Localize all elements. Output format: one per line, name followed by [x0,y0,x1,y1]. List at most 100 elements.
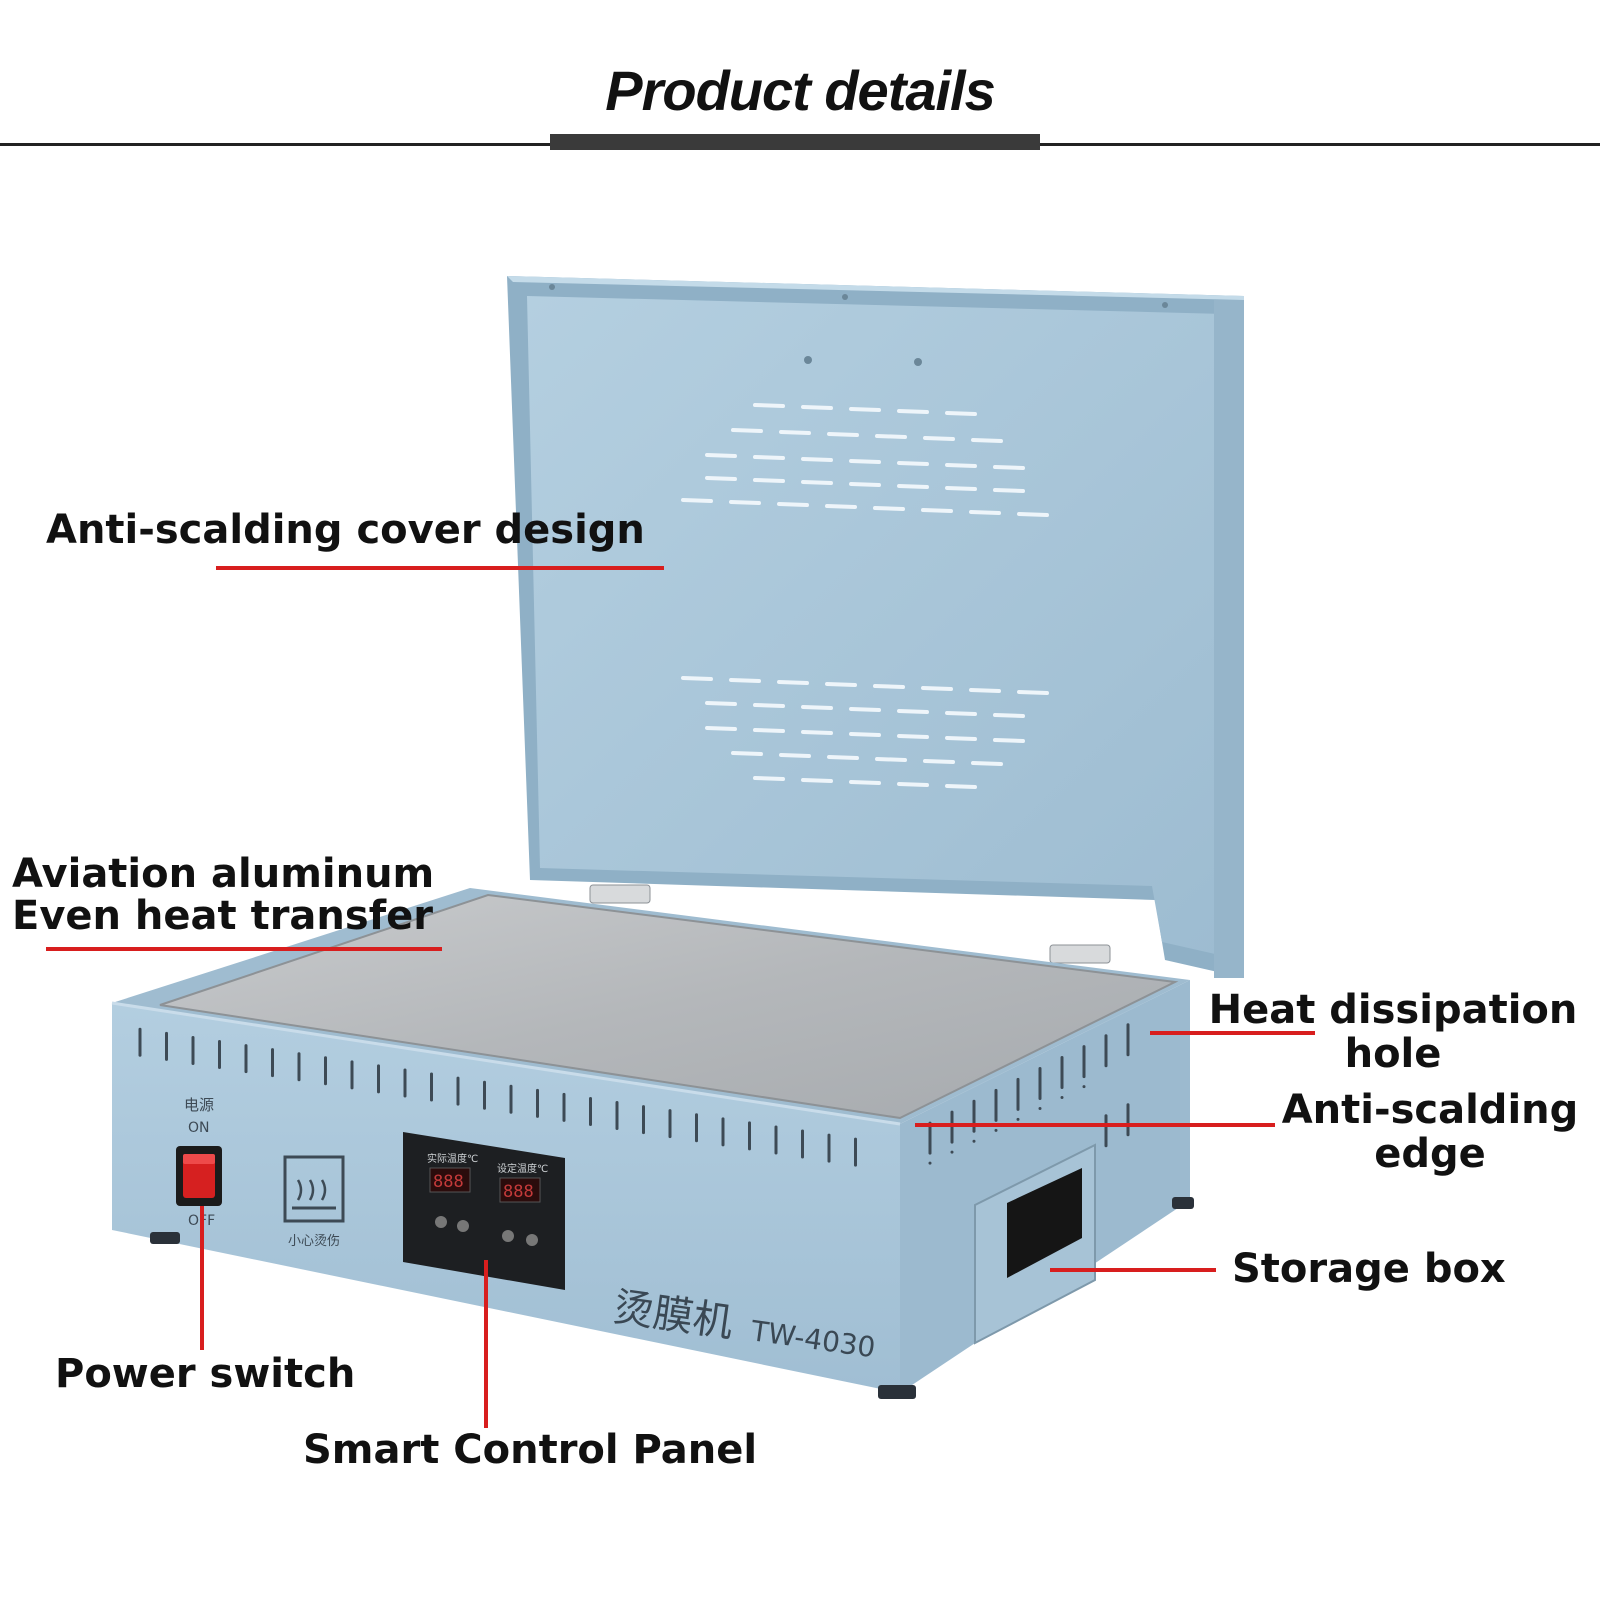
vent-slot [923,759,955,764]
panel-button-up[interactable] [502,1230,514,1242]
cover-vent-slots-bottom [681,676,1049,789]
vent-slot [827,432,859,437]
vent-slot [681,676,713,681]
foot [1172,1197,1194,1209]
vent-slot [897,734,929,739]
vent-slot [945,486,977,491]
smart-control-panel: 实际温度℃ 设定温度℃ 888 888 [403,1132,565,1290]
power-on-label: ON [188,1120,210,1136]
vent-slot [923,436,955,441]
vent-slot [921,686,953,691]
callout-line-power [200,1206,204,1350]
panel-button-down[interactable] [526,1234,538,1246]
vent-slot [969,688,1001,693]
vent-slot [801,705,833,710]
power-switch[interactable] [176,1146,222,1206]
power-cn-label: 电源 [184,1096,214,1114]
vent-slot [993,713,1025,718]
vent-slot [945,736,977,741]
vent-slot [969,510,1001,515]
callout-aluminum-line1: Aviation aluminum [12,851,435,897]
callout-aluminum-line2: Even heat transfer [12,893,433,939]
vent-slot [897,461,929,466]
vent-slot [971,761,1003,766]
vent-slot [753,478,785,483]
drawer-handle[interactable] [1007,1168,1082,1278]
vent-slot [1017,512,1049,517]
vent-slot [825,682,857,687]
vent-slot [897,709,929,714]
vent-slot [897,484,929,489]
callout-line-cover [216,566,664,570]
callout-line-panel [484,1260,488,1428]
callout-line-heat [1150,1031,1315,1035]
page-title: Product details [605,59,996,122]
vent-slot [849,407,881,412]
callout-power: Power switch [55,1351,356,1397]
foot [150,1232,180,1244]
vent-slot [705,453,737,458]
vent-slot [729,678,761,683]
callout-heat-line2: hole [1344,1031,1442,1077]
heat-dissipation-holes-front [138,1027,857,1167]
vent-slot [849,732,881,737]
cover-vent-slots-top [681,403,1049,517]
vent-slot [801,778,833,783]
vent-slot [753,455,785,460]
vent-slot [873,684,905,689]
vent-slot [801,457,833,462]
hinge-right [1049,944,1111,964]
vent-slot [779,430,811,435]
vent-slot [777,680,809,685]
vent-slot [753,776,785,781]
vent-slot [875,434,907,439]
callout-line-edge [915,1123,1275,1127]
title-underline [550,134,1040,150]
vent-slot [849,780,881,785]
vent-slot [945,411,977,416]
vent-slot [849,482,881,487]
callout-edge-line1: Anti-scalding [1281,1087,1579,1133]
callout-storage: Storage box [1232,1246,1506,1292]
vent-slot [873,506,905,511]
vent-slot [705,726,737,731]
panel-button[interactable] [435,1216,447,1228]
hot-surface-warning-icon [283,1155,345,1223]
vent-slot [753,703,785,708]
vent-slot [753,403,785,408]
vent-slot [897,782,929,787]
vent-slot [849,459,881,464]
vent-slot [945,711,977,716]
anti-scalding-cover [507,276,1244,978]
vent-slot [971,438,1003,443]
vent-slot [827,755,859,760]
callout-panel: Smart Control Panel [303,1427,758,1473]
vent-slot [731,751,763,756]
vent-slot [993,488,1025,493]
vent-slot [681,498,713,503]
panel-button[interactable] [457,1220,469,1232]
display-label-set: 设定温度℃ [497,1162,548,1175]
vent-slot [779,753,811,758]
foot [878,1385,916,1399]
vent-slot [801,480,833,485]
warning-cn-label: 小心烫伤 [288,1234,340,1249]
vent-slot [993,738,1025,743]
vent-slot [705,701,737,706]
callout-heat-line1: Heat dissipation [1208,987,1578,1033]
callout-line-aluminum [46,947,442,951]
storage-box-drawer[interactable] [974,1143,1096,1345]
vent-slot [731,428,763,433]
vent-slot [993,465,1025,470]
vent-slot [849,707,881,712]
vent-slot [705,476,737,481]
callout-line-storage [1050,1268,1216,1272]
heat-dissipation-holes-side [928,1023,1130,1165]
callout-edge-line2: edge [1374,1131,1486,1177]
vent-slot [825,504,857,509]
vent-slot [1017,690,1049,695]
temperature-display-actual: 888 [433,1172,464,1192]
vent-slot [729,500,761,505]
vent-slot [945,463,977,468]
